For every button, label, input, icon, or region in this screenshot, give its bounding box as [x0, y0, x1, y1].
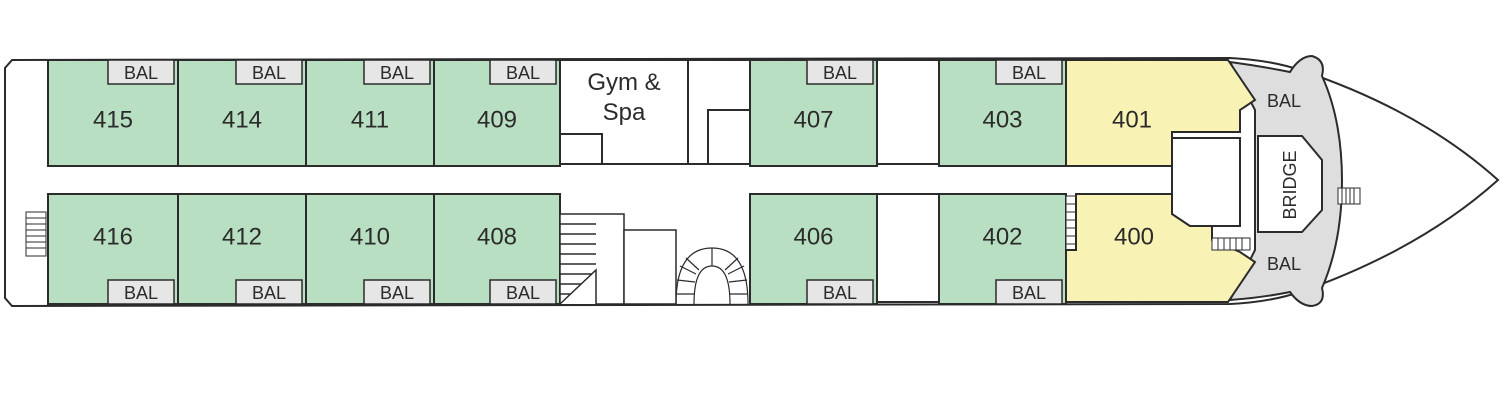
cabin-number: 402	[982, 224, 1022, 251]
balcony-tag: BAL	[995, 279, 1063, 305]
cabin-number: 416	[93, 224, 133, 251]
cabin-415[interactable]: 415 BAL	[47, 59, 179, 167]
bridge-room	[1257, 135, 1323, 233]
balcony-label: BAL	[506, 283, 540, 303]
spiral-stairs	[675, 247, 749, 305]
cabin-400[interactable]: 400	[1065, 193, 1257, 303]
balcony-tag: BAL	[806, 59, 874, 85]
service-rooms-bottom	[876, 193, 940, 303]
cabin-414[interactable]: 414 BAL	[177, 59, 307, 167]
balcony-label: BAL	[506, 63, 540, 83]
balcony-tag: BAL	[235, 279, 303, 305]
cabin-number: 409	[477, 107, 517, 134]
bridge-balcony-top: BAL	[1267, 91, 1301, 111]
cabin-411[interactable]: 411 BAL	[305, 59, 435, 167]
central-stairs	[559, 213, 677, 305]
cabin-number: 403	[982, 107, 1022, 134]
balcony-tag: BAL	[107, 59, 175, 85]
suite-core	[1171, 137, 1241, 227]
cabin-407[interactable]: 407 BAL	[749, 59, 878, 167]
cabin-409[interactable]: 409 BAL	[433, 59, 561, 167]
balcony-label: BAL	[823, 63, 857, 83]
balcony-tag: BAL	[363, 59, 431, 85]
cabin-number: 400	[1114, 224, 1154, 251]
balcony-tag: BAL	[806, 279, 874, 305]
cabin-number: 415	[93, 107, 133, 134]
stern-stairs	[25, 211, 47, 257]
service-rooms-top	[687, 59, 940, 165]
balcony-tag: BAL	[995, 59, 1063, 85]
balcony-label: BAL	[380, 283, 414, 303]
balcony-tag: BAL	[489, 59, 557, 85]
balcony-label: BAL	[252, 63, 286, 83]
balcony-label: BAL	[823, 283, 857, 303]
balcony-label: BAL	[252, 283, 286, 303]
cabin-number: 401	[1112, 107, 1152, 134]
balcony-label: BAL	[1012, 63, 1046, 83]
cabin-number: 410	[350, 224, 390, 251]
bridge-balcony-bottom: BAL	[1267, 254, 1301, 274]
cabin-number: 414	[222, 107, 262, 134]
cabins-top-row: 415 BAL 414 BAL 411 BAL 409 BAL 407 BAL 403 BAL	[47, 59, 1067, 167]
cabin-403[interactable]: 403 BAL	[938, 59, 1067, 167]
cabin-number: 407	[793, 107, 833, 134]
balcony-tag: BAL	[235, 59, 303, 85]
gym-spa[interactable]: Gym & Spa	[559, 59, 689, 165]
balcony-label: BAL	[380, 63, 414, 83]
cabin-401[interactable]: 401	[1065, 59, 1257, 167]
cabin-number: 408	[477, 224, 517, 251]
balcony-label: BAL	[1267, 254, 1301, 274]
balcony-label: BAL	[1012, 283, 1046, 303]
balcony-tag: BAL	[107, 279, 175, 305]
balcony-label: BAL	[124, 283, 158, 303]
balcony-tag: BAL	[363, 279, 431, 305]
balcony-label: BAL	[124, 63, 158, 83]
bow-stairs	[1337, 187, 1361, 205]
gym-label-line2: Spa	[603, 99, 646, 126]
balcony-label: BAL	[1267, 91, 1301, 111]
cabin-number: 412	[222, 224, 262, 251]
cabin-number: 406	[793, 224, 833, 251]
cabin-number: 411	[351, 107, 389, 134]
gym-label-line1: Gym &	[587, 69, 660, 96]
bridge-label: BRIDGE	[1280, 150, 1300, 219]
suite-stairs	[1211, 237, 1251, 251]
balcony-tag: BAL	[489, 279, 557, 305]
